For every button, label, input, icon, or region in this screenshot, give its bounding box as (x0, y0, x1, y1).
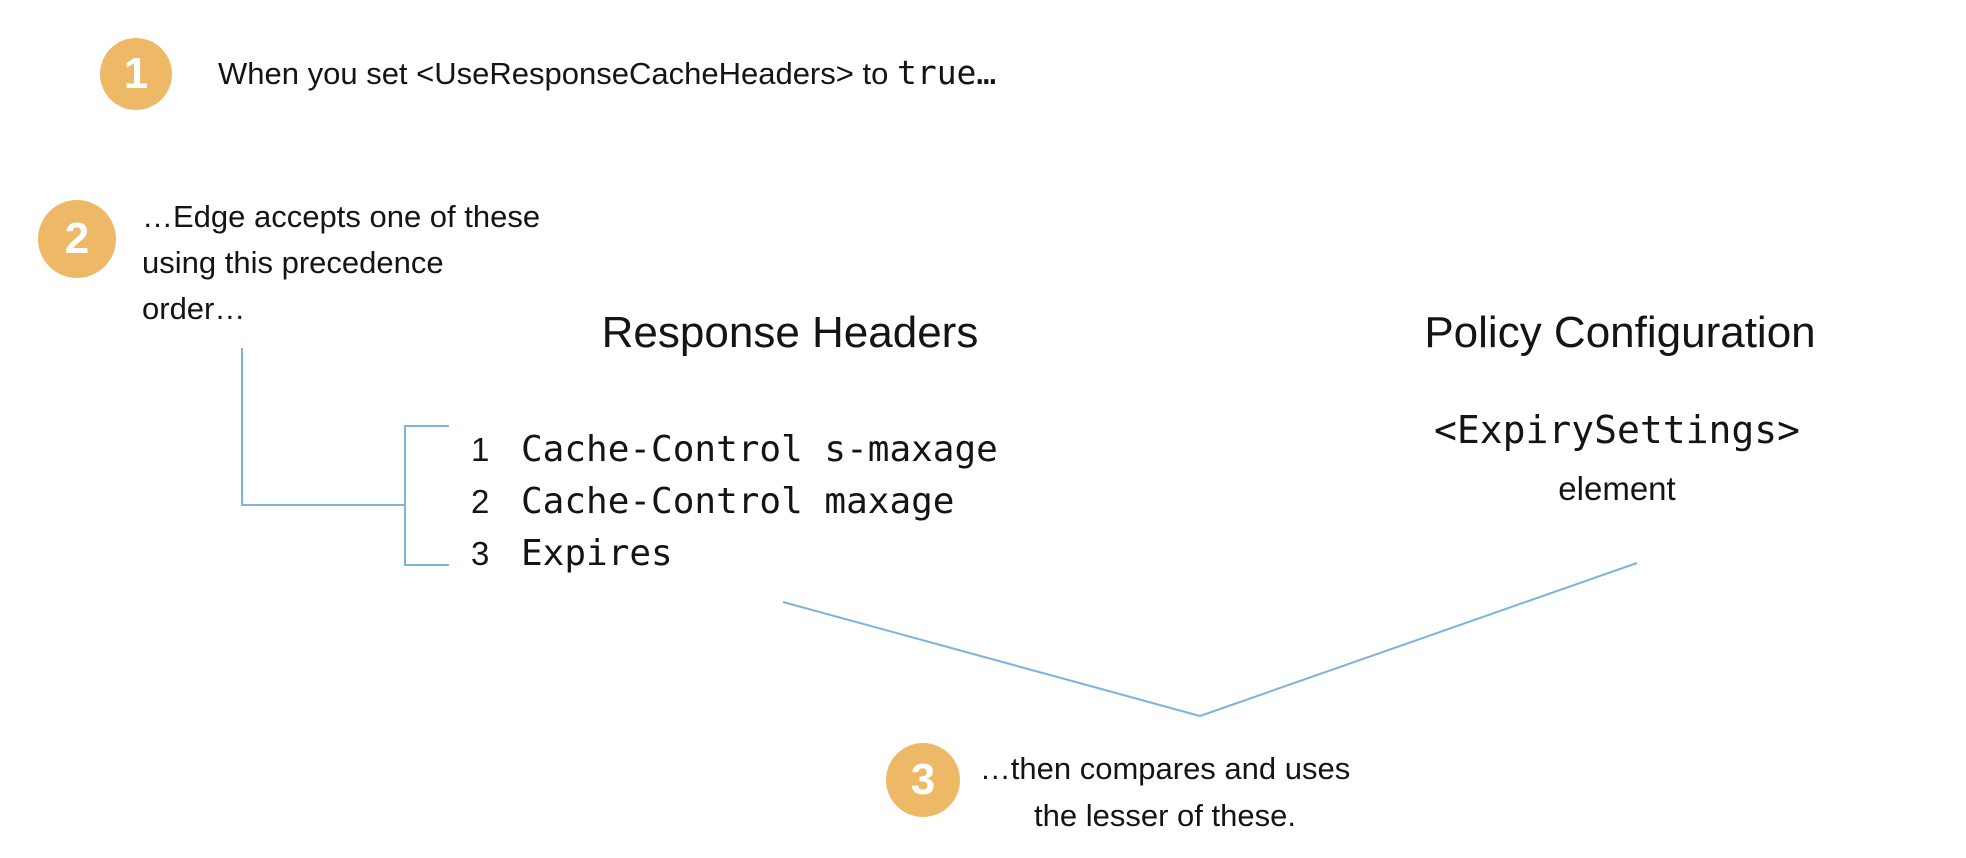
step-1-code-true: true… (896, 53, 997, 92)
response-headers-title: Response Headers (601, 308, 979, 357)
step-3-number: 3 (910, 755, 936, 804)
step-1-text: When you set <UseResponseCacheHeaders> t… (218, 53, 996, 92)
step-2-number: 2 (64, 214, 90, 263)
step-3-badge: 3 (886, 743, 960, 817)
step-2-line-1: …Edge accepts one of these (142, 199, 541, 234)
step-2-line-3: order… (142, 291, 246, 326)
expiry-settings-code: <ExpirySettings> (1433, 408, 1801, 452)
list-item-rank: 1 (471, 431, 490, 468)
step-1-badge: 1 (100, 38, 172, 110)
expiry-settings-label: element (1558, 470, 1676, 507)
list-item: 1 Cache-Control s-maxage (471, 429, 998, 481)
list-item: 3 Expires (471, 533, 998, 585)
list-item: 2 Cache-Control maxage (471, 481, 998, 533)
step-3-line-2: the lesser of these. (1034, 798, 1296, 833)
step-2-badge: 2 (38, 200, 116, 278)
policy-configuration-title: Policy Configuration (1424, 308, 1816, 357)
compare-left-line (782, 601, 1201, 717)
step-3-line-1: …then compares and uses (979, 751, 1351, 786)
compare-right-line (1199, 562, 1638, 717)
step-1-text-prefix: When you set <UseResponseCacheHeaders> t… (218, 56, 897, 91)
list-item-value: Expires (521, 533, 673, 574)
step-1-number: 1 (123, 49, 149, 98)
list-item-rank: 3 (471, 535, 490, 572)
list-item-value: Cache-Control s-maxage (521, 429, 998, 470)
list-item-rank: 2 (471, 483, 490, 520)
precedence-list: 1 Cache-Control s-maxage 2 Cache-Control… (471, 429, 998, 585)
step-3-text: …then compares and uses the lesser of th… (965, 745, 1365, 839)
list-item-value: Cache-Control maxage (521, 481, 955, 522)
step-2-line-2: using this precedence (142, 245, 444, 280)
step-2-text: …Edge accepts one of these using this pr… (142, 194, 540, 332)
